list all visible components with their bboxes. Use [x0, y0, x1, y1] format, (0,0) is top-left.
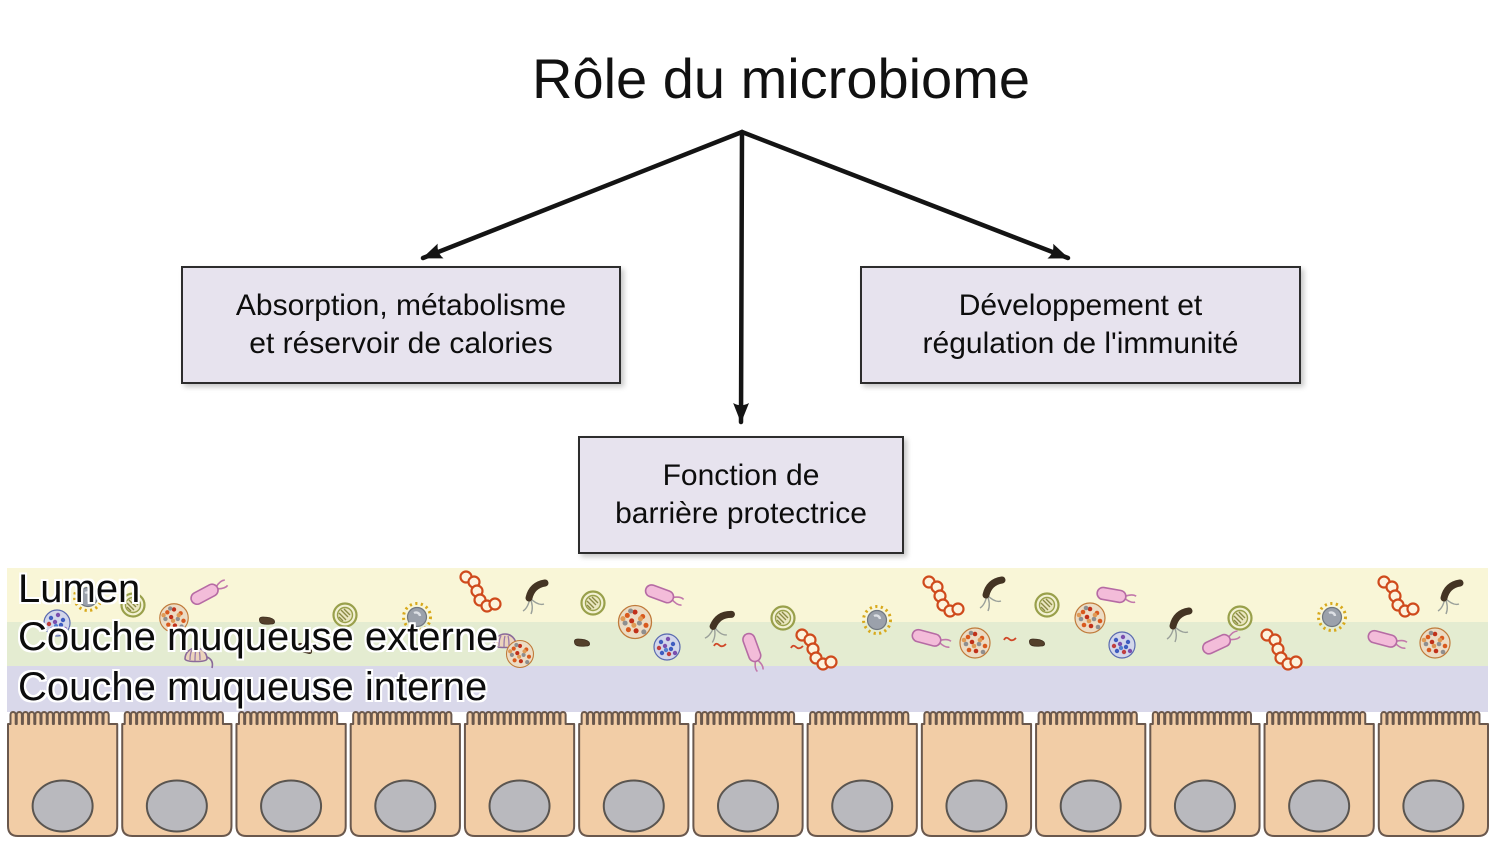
layer-band-inner-mucus — [7, 666, 1488, 712]
box-barriere-line2: barrière protectrice — [615, 497, 867, 530]
cell-nucleus — [945, 779, 1008, 833]
cell-nucleus — [260, 779, 323, 833]
cell-nucleus — [602, 779, 665, 833]
cell-nucleus — [1173, 779, 1236, 833]
cell-nucleus — [31, 779, 94, 833]
layer-label-lumen: Lumen — [18, 567, 141, 611]
box-immunite: Développement et régulation de l'immunit… — [860, 266, 1301, 384]
box-absorption-line2: et réservoir de calories — [249, 327, 553, 360]
box-absorption-metabolisme: Absorption, métabolisme et réservoir de … — [181, 266, 621, 384]
cell-nucleus — [831, 779, 894, 833]
cell-nucleus — [1059, 779, 1122, 833]
box-absorption-line1: Absorption, métabolisme — [235, 289, 567, 322]
microbe-cluster-orange-icon — [1419, 627, 1451, 659]
gut-epithelium-illustration — [7, 568, 1489, 837]
microbe-cluster-blue-icon — [1108, 631, 1136, 659]
box-immunite-line2: régulation de l'immunité — [922, 327, 1239, 360]
microbe-cluster-orange-icon — [617, 604, 653, 640]
arrow-to-barrier-box — [733, 129, 750, 425]
diagram-title: Rôle du microbiome — [532, 47, 1030, 110]
cell-nucleus — [1288, 779, 1351, 833]
cell-nucleus — [1402, 779, 1465, 833]
microbe-cluster-orange-icon — [505, 639, 535, 669]
cell-nucleus — [374, 779, 437, 833]
epithelial-cells — [7, 711, 1489, 837]
microbe-spore-icon — [1034, 592, 1060, 618]
layer-label-outer-mucus: Couche muqueuse externe — [18, 615, 499, 659]
microbe-cluster-orange-icon — [959, 627, 991, 659]
box-immunite-line1: Développement et — [958, 289, 1203, 322]
layer-label-inner-mucus: Couche muqueuse interne — [18, 665, 488, 709]
cell-nucleus — [717, 779, 779, 833]
arrow-to-absorption-box — [420, 129, 745, 261]
mucus-layer-bands — [7, 568, 1488, 712]
cell-nucleus — [488, 779, 551, 833]
microbe-spore-icon — [580, 590, 606, 616]
microbe-spore-icon — [770, 605, 796, 631]
microbe-cluster-blue-icon — [653, 633, 681, 661]
microbe-spore-icon — [1227, 605, 1253, 631]
microbe-cluster-orange-icon — [1074, 602, 1106, 634]
cell-nucleus — [145, 779, 208, 833]
box-barriere-line1: Fonction de — [662, 459, 820, 492]
arrow-to-immunity-box — [739, 129, 1071, 261]
box-barriere: Fonction de barrière protectrice — [578, 436, 904, 554]
